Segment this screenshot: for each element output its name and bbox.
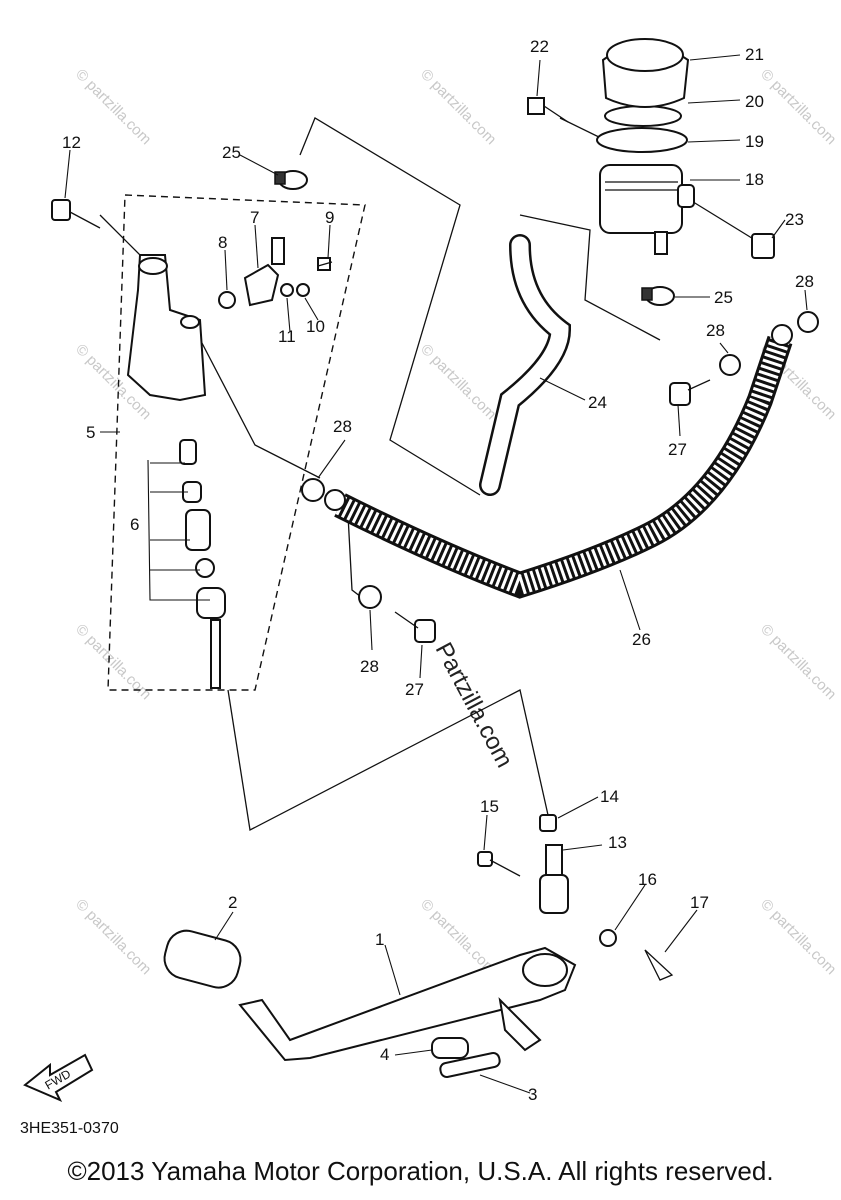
footpeg-rubber <box>163 929 242 989</box>
copper-washer <box>719 354 741 376</box>
callout-27-lower: 27 <box>405 680 424 699</box>
collar <box>431 1037 469 1059</box>
washer-10 <box>296 283 310 297</box>
screw-22 <box>527 97 545 115</box>
reservoir-mount-tab <box>677 184 695 208</box>
callouts: 1 2 3 4 5 6 7 8 9 10 11 12 13 14 15 16 1… <box>62 37 814 1104</box>
watermark: © partzilla.com <box>417 896 499 978</box>
brake-pedal <box>238 946 577 1062</box>
callout-7: 7 <box>250 208 259 227</box>
callout-22: 22 <box>530 37 549 56</box>
reservoir-outlet <box>654 231 668 255</box>
hose-clamp-top <box>274 170 308 190</box>
callout-26: 26 <box>632 630 651 649</box>
callout-1: 1 <box>375 930 384 949</box>
master-cylinder <box>51 199 333 689</box>
callout-11: 11 <box>278 327 296 346</box>
callout-3: 3 <box>528 1085 537 1104</box>
washer-16 <box>599 929 617 947</box>
brake-pedal-group <box>163 929 577 1078</box>
nut-14 <box>539 814 557 832</box>
piston <box>185 509 211 551</box>
callout-9: 9 <box>325 208 334 227</box>
center-watermark: Partzilla.com <box>430 638 518 772</box>
callout-5: 5 <box>86 423 95 442</box>
cotter-pin-17 <box>644 949 674 981</box>
copyright-footer: ©2013 Yamaha Motor Corporation, U.S.A. A… <box>67 1156 774 1186</box>
hose-joint-7 <box>243 263 280 307</box>
clevis-group <box>477 814 674 981</box>
bolt-12 <box>51 199 71 221</box>
copper-washer <box>358 585 382 609</box>
callout-28-mid-right: 28 <box>706 321 725 340</box>
pin-15 <box>477 851 493 867</box>
watermark: © partzilla.com <box>72 896 154 978</box>
brake-hose <box>324 324 793 599</box>
callout-19: 19 <box>745 132 764 151</box>
push-rod <box>210 619 221 689</box>
callout-24: 24 <box>588 393 607 412</box>
union-bolt-upper <box>669 379 711 406</box>
callout-25-top: 25 <box>222 143 241 162</box>
callout-8: 8 <box>218 233 227 252</box>
leader-lines <box>64 54 808 1094</box>
callout-10: 10 <box>306 317 325 336</box>
watermark: © partzilla.com <box>757 896 839 978</box>
callout-2: 2 <box>228 893 237 912</box>
callout-17: 17 <box>690 893 709 912</box>
callout-16: 16 <box>638 870 657 889</box>
callout-18: 18 <box>745 170 764 189</box>
watermark: © partzilla.com <box>757 621 839 703</box>
callout-27-upper: 27 <box>668 440 687 459</box>
callout-13: 13 <box>608 833 627 852</box>
callout-4: 4 <box>380 1045 389 1064</box>
watermark: © partzilla.com <box>757 66 839 148</box>
clip-23 <box>751 233 775 259</box>
watermark: © partzilla.com <box>417 66 499 148</box>
union-bolt-lower <box>394 611 436 643</box>
callout-20: 20 <box>745 92 764 111</box>
cylinder-body <box>126 254 207 402</box>
watermark: © partzilla.com <box>72 621 154 703</box>
washer-11 <box>280 283 294 297</box>
callout-25-right: 25 <box>714 288 733 307</box>
reservoir-group <box>527 38 775 259</box>
callout-28-lower: 28 <box>360 657 379 676</box>
callout-6: 6 <box>130 515 139 534</box>
watermark: © partzilla.com <box>417 341 499 423</box>
push-rod-boot <box>196 587 226 619</box>
copper-washer <box>797 311 819 333</box>
callout-28-left: 28 <box>333 417 352 436</box>
return-spring <box>439 1052 501 1078</box>
callout-21: 21 <box>745 45 764 64</box>
master-cylinder-assembly-boundary <box>107 194 366 691</box>
callout-14: 14 <box>600 787 619 806</box>
diagram-code: 3HE351-0370 <box>20 1120 119 1137</box>
callout-15: 15 <box>480 797 499 816</box>
callout-28-far-right: 28 <box>795 272 814 291</box>
plate <box>604 105 682 127</box>
watermark: © partzilla.com <box>72 66 154 148</box>
reservoir-body <box>599 164 683 234</box>
hose-clamp-right <box>641 286 675 306</box>
callout-12: 12 <box>62 133 81 152</box>
oring-8 <box>218 291 236 309</box>
diaphragm <box>596 127 688 153</box>
spring <box>179 439 197 465</box>
callout-23: 23 <box>785 210 804 229</box>
fwd-arrow: FWD <box>23 1053 94 1102</box>
cup-secondary <box>195 558 215 578</box>
copper-washer <box>301 478 325 502</box>
